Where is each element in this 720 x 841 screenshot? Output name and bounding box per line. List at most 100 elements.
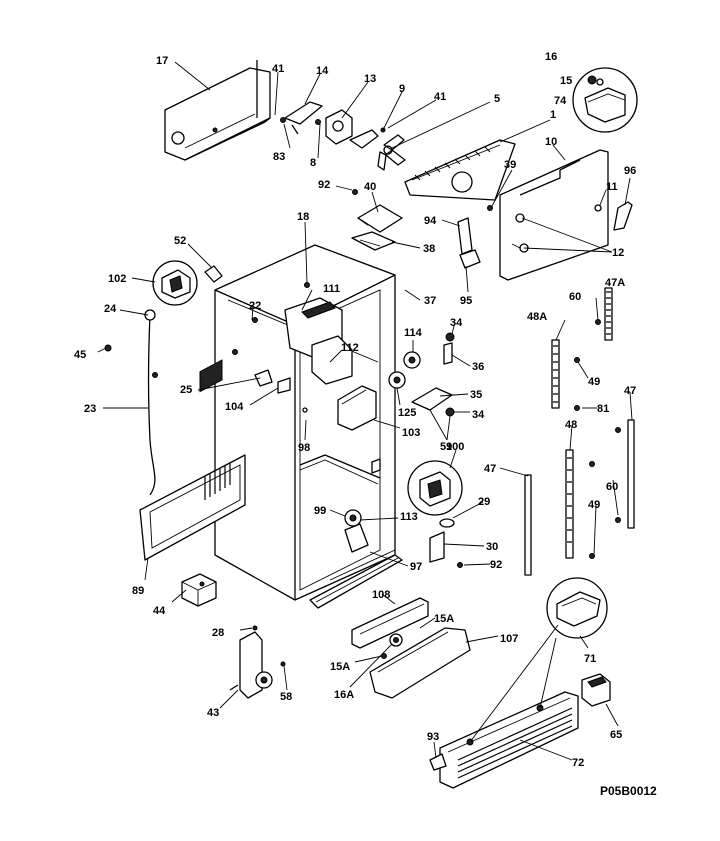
part-48A-rail xyxy=(551,339,560,409)
callout-103: 103 xyxy=(402,427,420,439)
part-5-fan-blade xyxy=(349,127,406,171)
callout-1: 1 xyxy=(550,109,556,121)
callout-49: 49 xyxy=(588,499,600,511)
callout-111: 111 xyxy=(323,283,340,295)
callout-37: 37 xyxy=(424,295,436,307)
callout-113: 113 xyxy=(400,511,418,523)
callout-47: 47 xyxy=(484,463,496,475)
callout-8: 8 xyxy=(310,157,316,169)
callout-41: 41 xyxy=(434,91,446,103)
callout-52: 52 xyxy=(174,235,186,247)
callout-24: 24 xyxy=(104,303,117,315)
callout-60: 60 xyxy=(606,481,618,493)
part-47-rail-right xyxy=(627,419,635,529)
callout-98: 98 xyxy=(298,442,310,454)
callout-97: 97 xyxy=(410,561,422,573)
part-14-bracket xyxy=(280,101,323,135)
part-43-roller-bracket xyxy=(229,625,286,699)
callout-34: 34 xyxy=(450,317,463,329)
callout-29: 29 xyxy=(478,496,490,508)
callout-107: 107 xyxy=(500,633,518,645)
part-65-clip xyxy=(581,673,611,707)
callout-58: 58 xyxy=(280,691,292,703)
callout-15A: 15A xyxy=(434,613,454,625)
callout-11: 11 xyxy=(606,181,618,193)
callout-89: 89 xyxy=(132,585,144,597)
callout-14: 14 xyxy=(316,65,329,77)
part-23-cable xyxy=(104,309,158,496)
part-97-drain-trough xyxy=(309,554,403,609)
callout-9: 9 xyxy=(399,83,405,95)
callout-102: 102 xyxy=(108,273,126,285)
callout-99: 99 xyxy=(314,505,326,517)
callout-10: 10 xyxy=(545,136,557,148)
part-30-hinge xyxy=(429,518,463,568)
callout-93: 93 xyxy=(427,731,439,743)
part-1-evaporator-shroud xyxy=(404,139,516,201)
callout-40: 40 xyxy=(364,181,376,193)
part-96-clip xyxy=(613,201,633,231)
callout-112: 112 xyxy=(341,342,359,354)
callout-72: 72 xyxy=(572,757,584,769)
diagram-code: P05B0012 xyxy=(600,784,657,798)
part-48-rail xyxy=(565,449,574,559)
detail-circle-100 xyxy=(371,458,463,516)
detail-circle-71 xyxy=(546,577,608,639)
part-13-fan-motor xyxy=(315,109,353,145)
callout-23: 23 xyxy=(84,403,96,415)
callout-25: 25 xyxy=(180,384,192,396)
callout-36: 36 xyxy=(472,361,484,373)
detail-circle-102 xyxy=(152,260,223,306)
part-114-knob xyxy=(403,332,455,369)
callout-47: 47 xyxy=(624,385,636,397)
callout-16: 16 xyxy=(545,51,557,63)
part-44-leveling-leg xyxy=(181,573,217,607)
part-10-rear-panel xyxy=(499,149,609,281)
callout-12: 12 xyxy=(612,247,624,259)
detail-circle-16-15-74 xyxy=(572,67,638,133)
callout-45: 45 xyxy=(74,349,86,361)
callout-59: 59 xyxy=(440,441,452,453)
leader-lines xyxy=(97,61,633,761)
part-113-drain xyxy=(344,509,369,553)
callout-5: 5 xyxy=(494,93,500,105)
callout-74: 74 xyxy=(554,95,567,107)
callout-41: 41 xyxy=(272,63,284,75)
part-40-tray xyxy=(357,204,403,233)
callout-17: 17 xyxy=(156,55,168,67)
callout-44: 44 xyxy=(153,605,166,617)
callout-43: 43 xyxy=(207,707,219,719)
part-108-shelf-front xyxy=(351,597,429,649)
callout-92: 92 xyxy=(318,179,330,191)
callout-35: 35 xyxy=(470,389,482,401)
callout-labels: 17 41 14 13 9 41 5 16 15 74 83 8 1 10 96… xyxy=(74,51,657,798)
callout-18: 18 xyxy=(297,211,309,223)
parts-rail-screws xyxy=(574,319,621,559)
callout-60: 60 xyxy=(569,291,581,303)
callout-83: 83 xyxy=(273,151,285,163)
callout-28: 28 xyxy=(212,627,224,639)
callout-108: 108 xyxy=(372,589,390,601)
callout-100: 100 xyxy=(446,441,464,453)
callout-114: 114 xyxy=(404,327,423,339)
part-47-rail-center xyxy=(524,474,532,576)
callout-38: 38 xyxy=(423,243,435,255)
callout-96: 96 xyxy=(624,165,636,177)
callout-125: 125 xyxy=(398,407,416,419)
callout-34: 34 xyxy=(472,409,485,421)
callout-48A: 48A xyxy=(527,311,547,323)
callout-22: 22 xyxy=(249,300,261,312)
part-107-crisper-cover xyxy=(369,627,471,699)
part-95-damper xyxy=(352,189,493,269)
part-72-toe-grille xyxy=(429,691,579,789)
callout-104: 104 xyxy=(225,401,244,413)
callout-30: 30 xyxy=(486,541,498,553)
part-103-light-cover xyxy=(337,385,377,431)
callout-95: 95 xyxy=(460,295,472,307)
callout-15A: 15A xyxy=(330,661,350,673)
parts-fasteners-center xyxy=(232,282,310,394)
callout-81: 81 xyxy=(597,403,609,415)
part-47A-rail xyxy=(604,287,613,341)
callout-39: 39 xyxy=(504,159,516,171)
callout-71: 71 xyxy=(584,653,596,665)
